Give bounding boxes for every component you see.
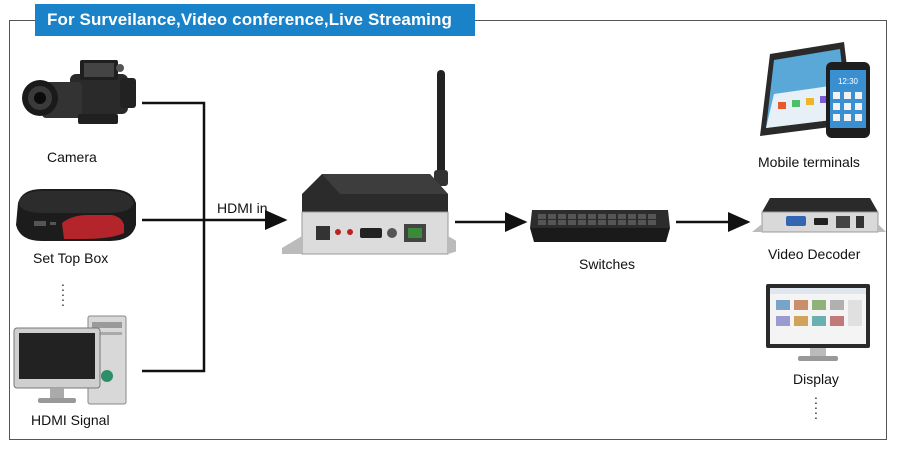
set-top-box-label: Set Top Box	[33, 250, 109, 266]
set-top-box-icon	[16, 189, 136, 241]
display-monitor-icon	[766, 284, 870, 361]
hdmi-in-label: HDMI in	[217, 200, 268, 216]
title-banner: For Surveilance,Video conference,Live St…	[35, 4, 475, 36]
pc-monitor-icon	[13, 315, 127, 405]
display-label: Display	[793, 371, 839, 387]
sources-more-dots: ·····	[60, 276, 66, 312]
svg-text:12:30: 12:30	[838, 77, 859, 86]
camera-label: Camera	[47, 149, 97, 165]
video-encoder-icon	[282, 70, 456, 255]
camera-line	[142, 101, 206, 373]
switches-label: Switches	[579, 256, 636, 272]
mobile-terminals-icon: 12:30	[760, 42, 870, 138]
hdmi-signal-label: HDMI Signal	[31, 412, 110, 428]
camera-icon	[22, 60, 136, 124]
video-decoder-icon	[752, 198, 886, 233]
network-switch-icon	[530, 210, 670, 242]
video-decoder-label: Video Decoder	[768, 246, 861, 262]
outputs-more-dots: ·····	[813, 389, 819, 425]
mobile-terminals-label: Mobile terminals	[758, 154, 860, 170]
